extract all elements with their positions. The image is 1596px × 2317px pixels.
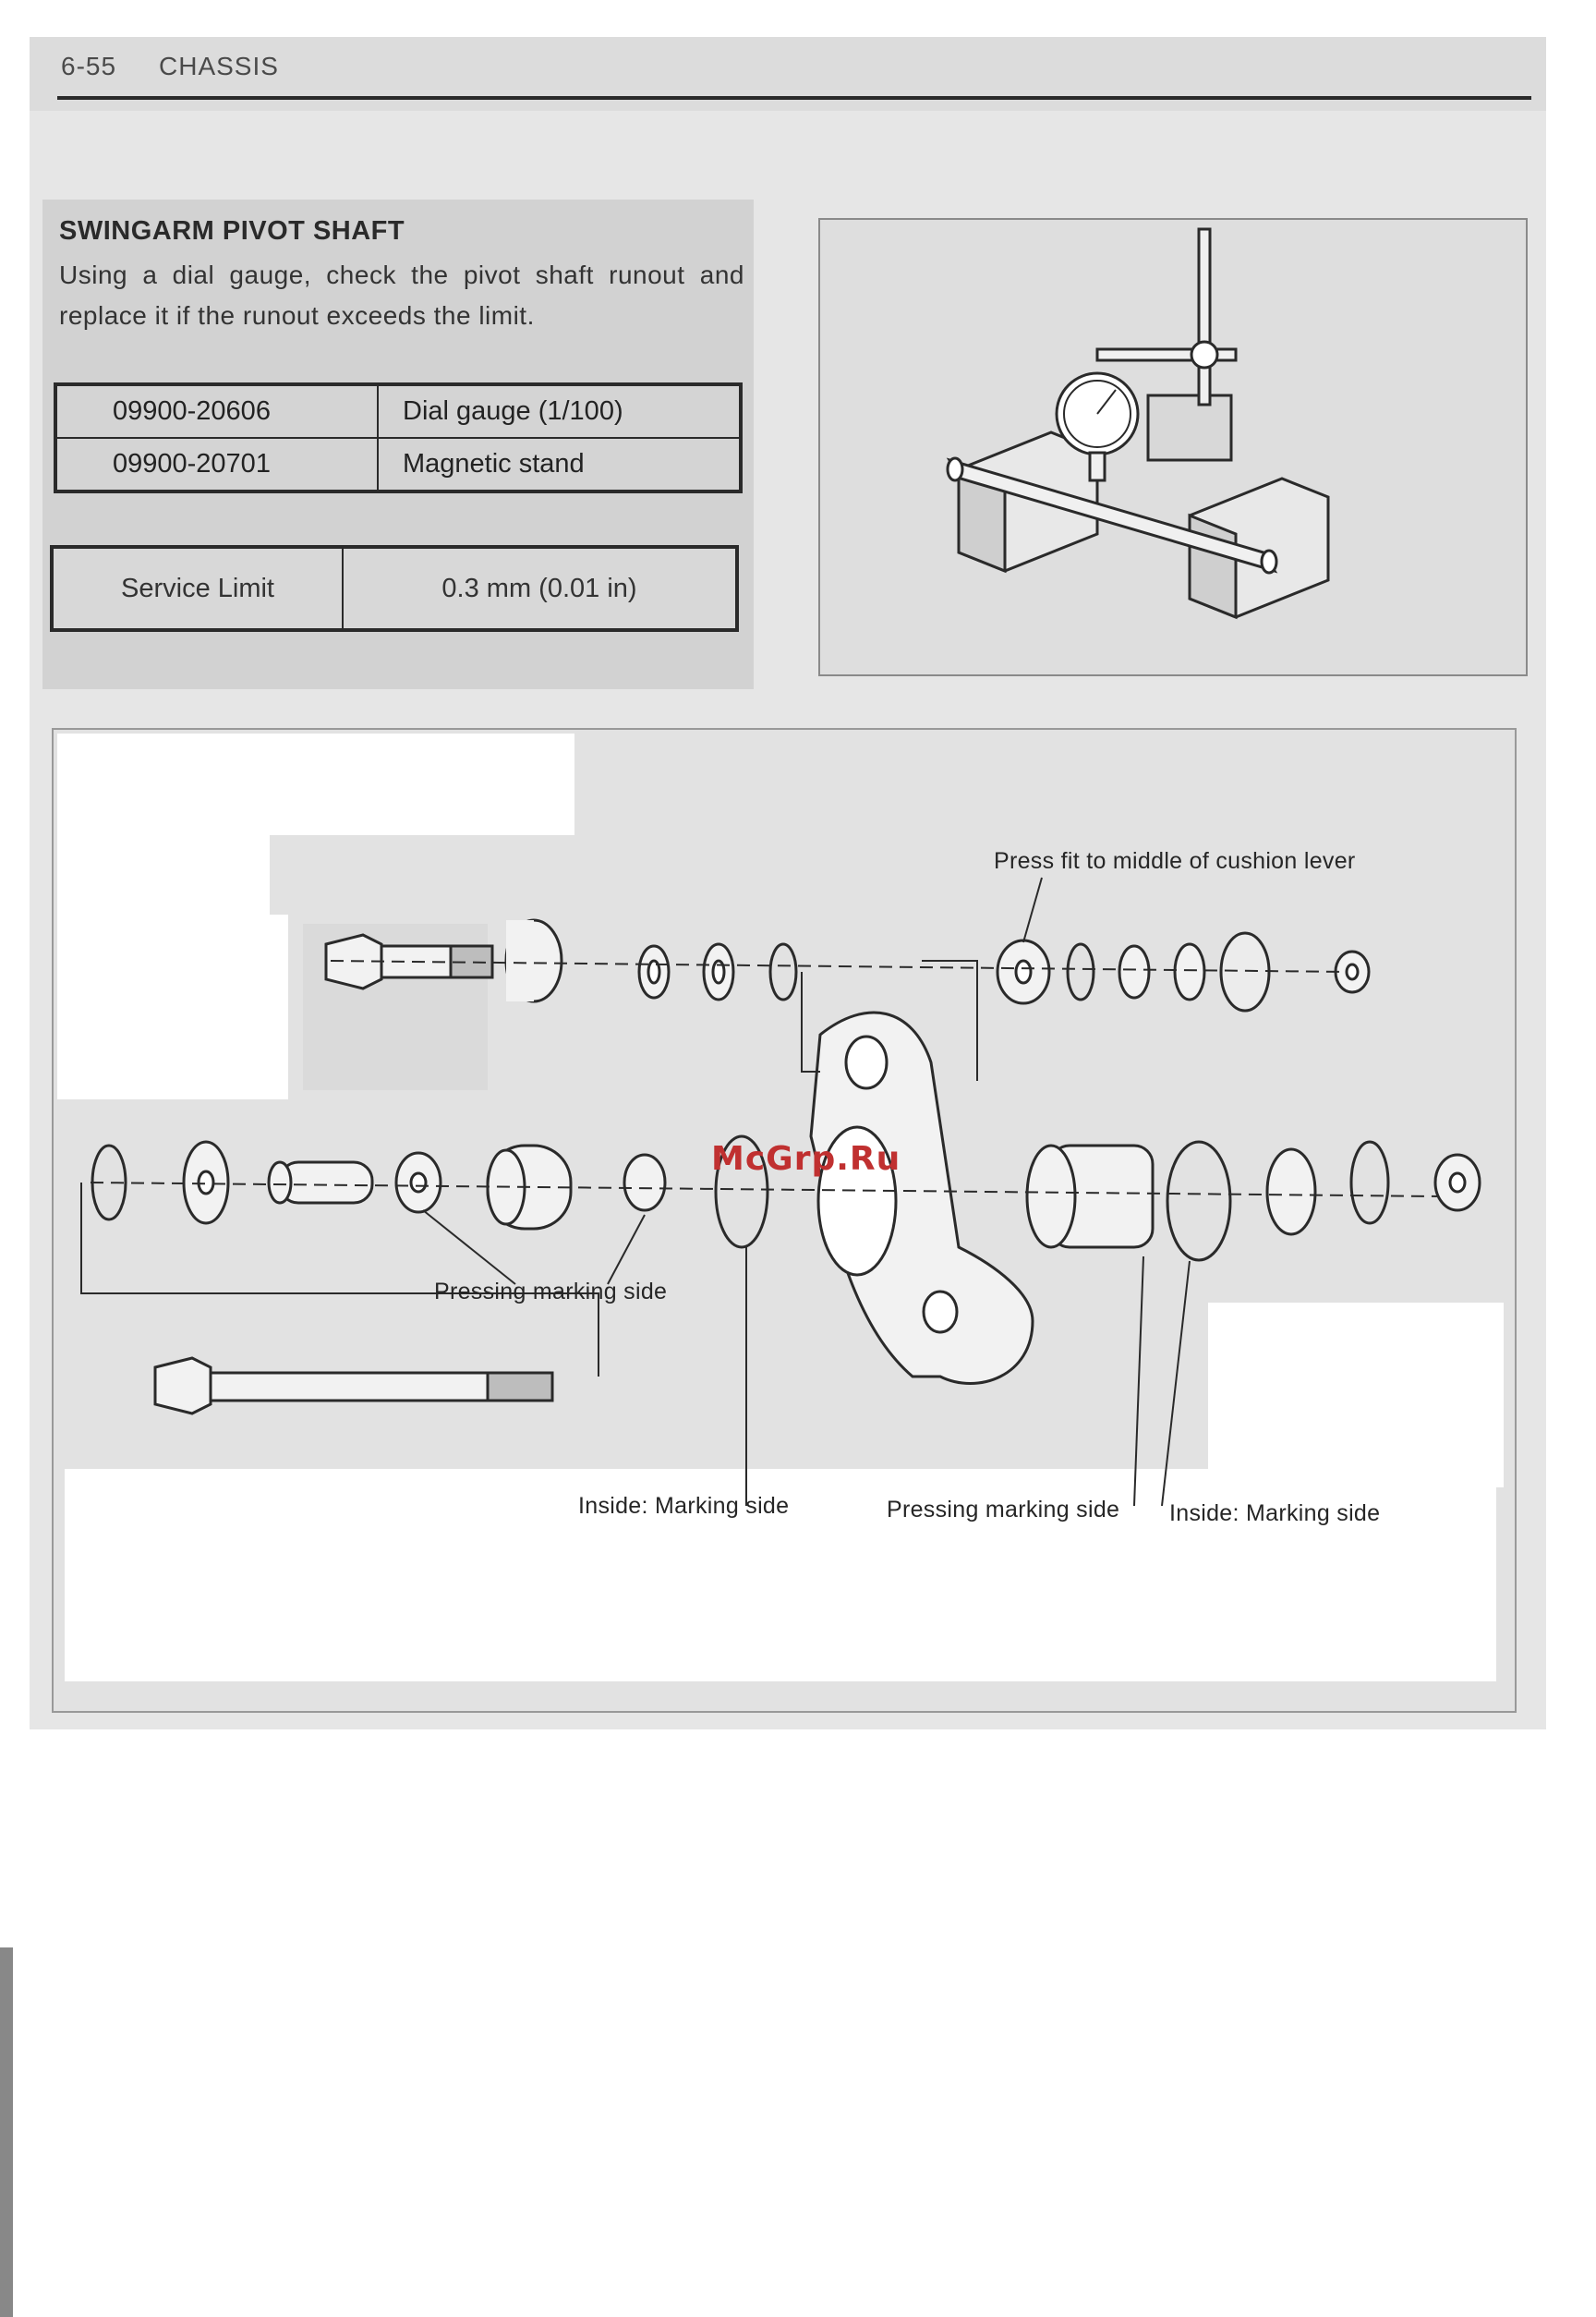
- dial-gauge-illustration: [818, 218, 1528, 676]
- section-title: SWINGARM PIVOT SHAFT: [59, 216, 405, 246]
- service-limit-value: 0.3 mm (0.01 in): [342, 546, 738, 631]
- masked-area: [65, 1469, 1496, 1681]
- table-row: 09900-20701 Magnetic stand: [54, 437, 742, 492]
- chapter-title: CHASSIS: [159, 52, 279, 80]
- page-number: 6-55: [61, 52, 117, 80]
- exploded-view-diagram: Press fit to middle of cushion lever Pre…: [52, 728, 1517, 1713]
- masked-area: [1208, 1303, 1504, 1487]
- tool-code: 09900-20606: [54, 383, 379, 439]
- dial-gauge-drawing: [946, 227, 1330, 620]
- watermark: McGrp.Ru: [711, 1140, 901, 1178]
- tool-code: 09900-20701: [54, 437, 379, 492]
- special-tools-table: 09900-20606 Dial gauge (1/100) 09900-207…: [54, 382, 743, 493]
- masked-area: [57, 915, 288, 1099]
- table-row: 09900-20606 Dial gauge (1/100): [54, 383, 742, 439]
- masked-area: [57, 734, 574, 835]
- section-body: Using a dial gauge, check the pivot shaf…: [59, 261, 744, 330]
- tool-name: Dial gauge (1/100): [377, 383, 742, 439]
- service-limit-label: Service Limit: [51, 546, 344, 631]
- press-fit-label: Press fit to middle of cushion lever: [994, 848, 1356, 874]
- table-row: Service Limit 0.3 mm (0.01 in): [51, 546, 738, 631]
- inside-marking-label-right: Inside: Marking side: [1169, 1500, 1381, 1526]
- pressing-marking-label-left: Pressing marking side: [434, 1279, 668, 1304]
- scan-edge-shadow: [0, 1947, 13, 2317]
- lower-bolt-head: [153, 1356, 212, 1415]
- cushion-lever-exploded-drawing: [57, 734, 1504, 1681]
- service-limit-table: Service Limit 0.3 mm (0.01 in): [50, 545, 739, 632]
- pressing-marking-label-right: Pressing marking side: [887, 1497, 1120, 1522]
- header-rule: [57, 96, 1531, 100]
- inside-marking-label-left: Inside: Marking side: [578, 1493, 790, 1519]
- tool-name: Magnetic stand: [377, 437, 742, 492]
